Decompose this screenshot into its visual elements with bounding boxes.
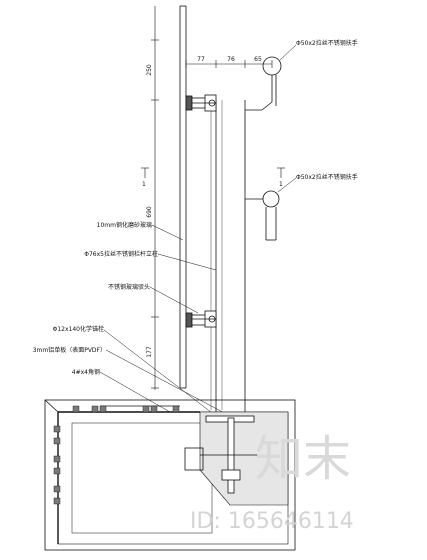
glass-panel: [179, 5, 187, 389]
glass-clamp-upper: [185, 94, 217, 112]
dim-bottom-glass: 177: [146, 346, 153, 358]
level-mark-left-text: 1: [142, 181, 146, 188]
mid-handrail: [245, 190, 280, 241]
label-post: Φ76x5拉丝不锈钢栏杆立柱: [84, 250, 158, 258]
post-base-plate: [184, 415, 260, 494]
level-mark-right-text: 1: [279, 181, 283, 188]
horizontal-dimension-line: [185, 60, 273, 68]
top-handrail: [245, 56, 282, 111]
label-handrail-mid: Φ50x2拉丝不锈钢扶手: [296, 173, 358, 181]
base-structure: [44, 399, 296, 551]
leader-lines: [99, 44, 297, 417]
label-anchor: Φ12x140化学锚栓: [53, 325, 104, 333]
vertical-dimension-line: [151, 6, 159, 390]
dim-offset-c: 65: [254, 56, 262, 63]
label-glass: 10mm钢化磨砂玻璃: [97, 221, 152, 229]
dim-offset-b: 76: [227, 56, 235, 63]
watermark-id: ID: 165646114: [190, 509, 354, 534]
label-aluminum: 3mm铝单板（表面PVDF）: [33, 346, 106, 354]
watermark-logo: 知末: [255, 431, 351, 487]
level-marker-right: [277, 167, 285, 178]
label-angle: 4#x4角钢: [72, 368, 100, 376]
dim-glass-span: 690: [146, 206, 153, 218]
angle-steel-pieces: [53, 405, 180, 505]
glass-clamp-lower: [185, 310, 217, 328]
stainless-post: [210, 100, 246, 418]
dim-top-glass: 250: [146, 64, 153, 76]
dim-offset-a: 77: [197, 56, 205, 63]
level-marker-left: [141, 167, 149, 178]
label-clamp: 不锈钢玻璃驳头: [108, 283, 150, 291]
label-handrail-top: Φ50x2拉丝不锈钢扶手: [296, 39, 358, 47]
